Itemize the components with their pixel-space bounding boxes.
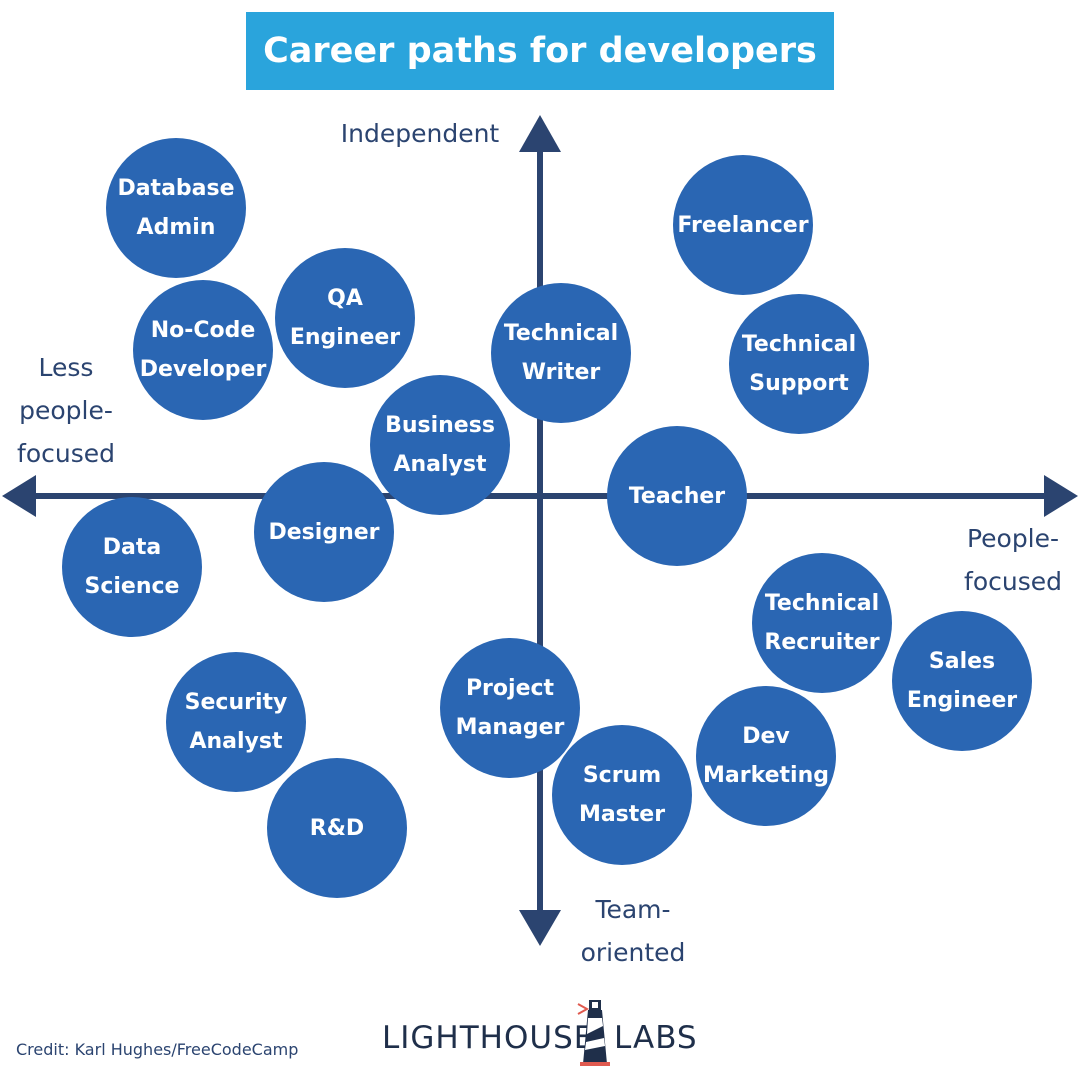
axis-arrow-down xyxy=(519,910,561,946)
brand-word-lighthouse: LIGHTHOUSE xyxy=(382,1020,595,1056)
axis-label-right: People- focused xyxy=(964,524,1062,596)
bubble-freelancer: Freelancer xyxy=(673,155,813,295)
page-title: Career paths for developers xyxy=(263,31,817,71)
axis-arrow-right xyxy=(1044,475,1078,517)
bubble-teacher: Teacher xyxy=(607,426,747,566)
brand-logo: LIGHTHOUSE LABS xyxy=(382,998,702,1068)
axis-arrow-left xyxy=(2,475,36,517)
brand-word-labs: LABS xyxy=(614,1020,698,1056)
title-banner: Career paths for developers xyxy=(246,12,834,90)
bubble-rnd: R&D xyxy=(267,758,407,898)
axis-label-bottom: Team- oriented xyxy=(580,895,686,967)
lighthouse-icon xyxy=(577,1000,610,1066)
credit-text: Credit: Karl Hughes/FreeCodeCamp xyxy=(16,1040,299,1059)
axis-label-top: Independent xyxy=(340,119,500,148)
axis-label-left: Less people- focused xyxy=(17,353,115,468)
bubble-designer: Designer xyxy=(254,462,394,602)
axis-arrow-up xyxy=(519,115,561,152)
